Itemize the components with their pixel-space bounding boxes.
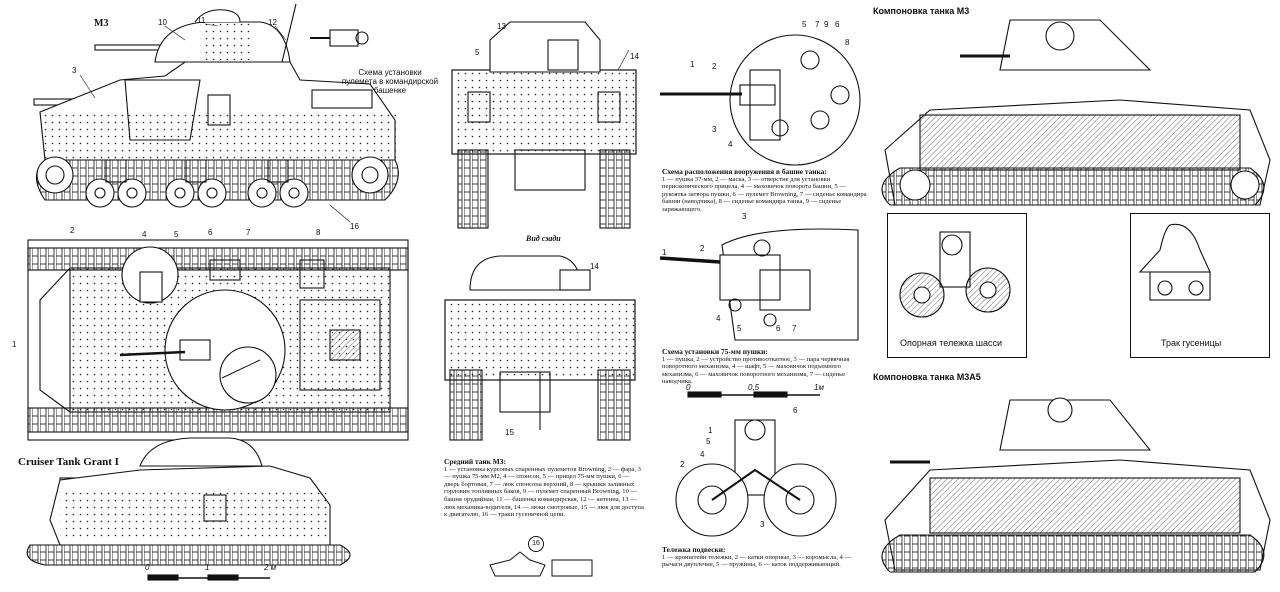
title-m3: M3 <box>94 18 109 29</box>
callout: 4 <box>700 450 705 459</box>
text-gun75: Схема установки 75-мм пушки:1 — пушка, 2… <box>662 347 850 386</box>
callout: 1 <box>708 426 713 435</box>
callout: 2 <box>700 244 705 253</box>
callout: 2 <box>712 62 717 71</box>
m3-top-view <box>27 239 409 441</box>
callout: 9 <box>824 20 829 29</box>
callout: 5 <box>706 437 711 446</box>
callout: 7 <box>246 228 251 237</box>
callout: 7 <box>792 324 797 333</box>
scale-mid: 1 <box>205 563 210 572</box>
small-track-parts <box>489 551 593 577</box>
callout: 6 <box>793 406 798 415</box>
callout: 10 <box>158 18 167 27</box>
callout: 7 <box>815 20 820 29</box>
m3-rear-view <box>444 255 636 441</box>
callout: 16 <box>350 222 359 231</box>
bogie-detail-drawing <box>899 231 1011 318</box>
caption-track: Трак гусеницы <box>1161 338 1222 348</box>
callout: 1 <box>12 340 17 349</box>
track-link-panel: Трак гусеницы <box>1130 213 1270 358</box>
callout: 1 <box>690 60 695 69</box>
callout: 3 <box>742 212 747 221</box>
callout: 8 <box>316 228 321 237</box>
callout: 6 <box>776 324 781 333</box>
callout: 2 <box>680 460 685 469</box>
scale2-zero: 0 <box>686 383 691 392</box>
callout: 3 <box>760 520 765 529</box>
callout: 2 <box>70 226 75 235</box>
callout: 5 <box>737 324 742 333</box>
turret-armament-scheme <box>660 34 861 166</box>
callout: 14 <box>590 262 599 271</box>
m3-side-view <box>33 3 399 223</box>
scale-zero: 0 <box>145 563 150 572</box>
callout: 5 <box>174 230 179 239</box>
callout: 11 <box>197 16 206 25</box>
callout: 5 <box>802 20 807 29</box>
text-bogie: Тележка подвески:1 — кронштейн тележки, … <box>662 545 852 569</box>
title-rear-view: Вид сзади <box>526 234 561 243</box>
page-number: 16 <box>528 536 544 552</box>
scale2-mid: 0,5 <box>748 383 760 392</box>
callout: 14 <box>630 52 639 61</box>
track-link-drawing <box>1138 223 1211 301</box>
title-grant: Cruiser Tank Grant I <box>18 456 119 468</box>
callout: 5 <box>475 48 480 57</box>
gun75-scheme <box>659 228 859 341</box>
title-layout-m3: Компоновка танка М3 <box>873 6 970 16</box>
callout: 1 <box>662 248 667 257</box>
m3-front-view <box>451 21 637 229</box>
callout: 12 <box>268 18 277 27</box>
suspension-bogie <box>675 391 837 537</box>
text-medium-tank: Средний танк М3:1 — установка курсовых с… <box>444 457 644 519</box>
callout: 8 <box>845 38 850 47</box>
grant-side-view <box>26 437 351 581</box>
callout: 15 <box>505 428 514 437</box>
text-turret-armament: Схема расположения вооружения в башне та… <box>662 167 867 213</box>
caption-bogie: Опорная тележка шасси <box>900 338 1003 348</box>
title-layout-m3a5: Компоновка танка М3А5 <box>873 372 981 382</box>
caption-mg-cupola: Схема установки пулемета в командирской … <box>341 68 439 95</box>
callout: 4 <box>716 314 721 323</box>
callout: 6 <box>208 228 213 237</box>
scale2-end: 1м <box>814 383 824 392</box>
callout: 4 <box>142 230 147 239</box>
callout: 3 <box>712 125 717 134</box>
bogie-detail-panel: Опорная тележка шасси <box>887 213 1027 358</box>
callout: 3 <box>72 66 77 75</box>
scale-end: 2 м <box>264 563 277 572</box>
callout: 13 <box>497 22 506 31</box>
callout: 6 <box>835 20 840 29</box>
m3a5-cutaway <box>881 397 1271 573</box>
callout: 4 <box>728 140 733 149</box>
m3-cutaway <box>881 19 1271 206</box>
